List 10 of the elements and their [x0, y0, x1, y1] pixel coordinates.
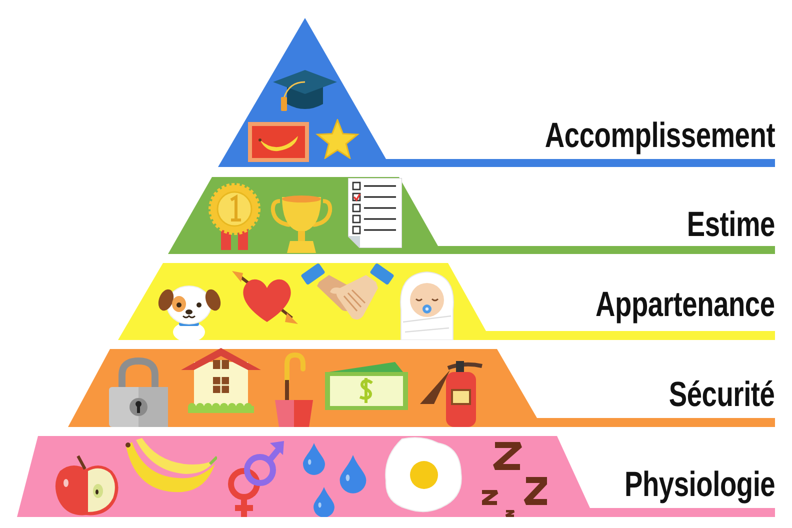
- level-label: Sécurité: [669, 377, 775, 412]
- pyramid-tier: [68, 349, 775, 427]
- level-label: Physiologie: [624, 467, 775, 502]
- level-label: Appartenance: [596, 287, 775, 322]
- pyramid-tier: [168, 177, 775, 254]
- pyramid-tier: [17, 436, 775, 517]
- pyramid-tier: [118, 263, 775, 340]
- pyramid-tier: [218, 18, 775, 167]
- level-label: Accomplissement: [544, 118, 775, 153]
- level-label: Estime: [686, 207, 775, 242]
